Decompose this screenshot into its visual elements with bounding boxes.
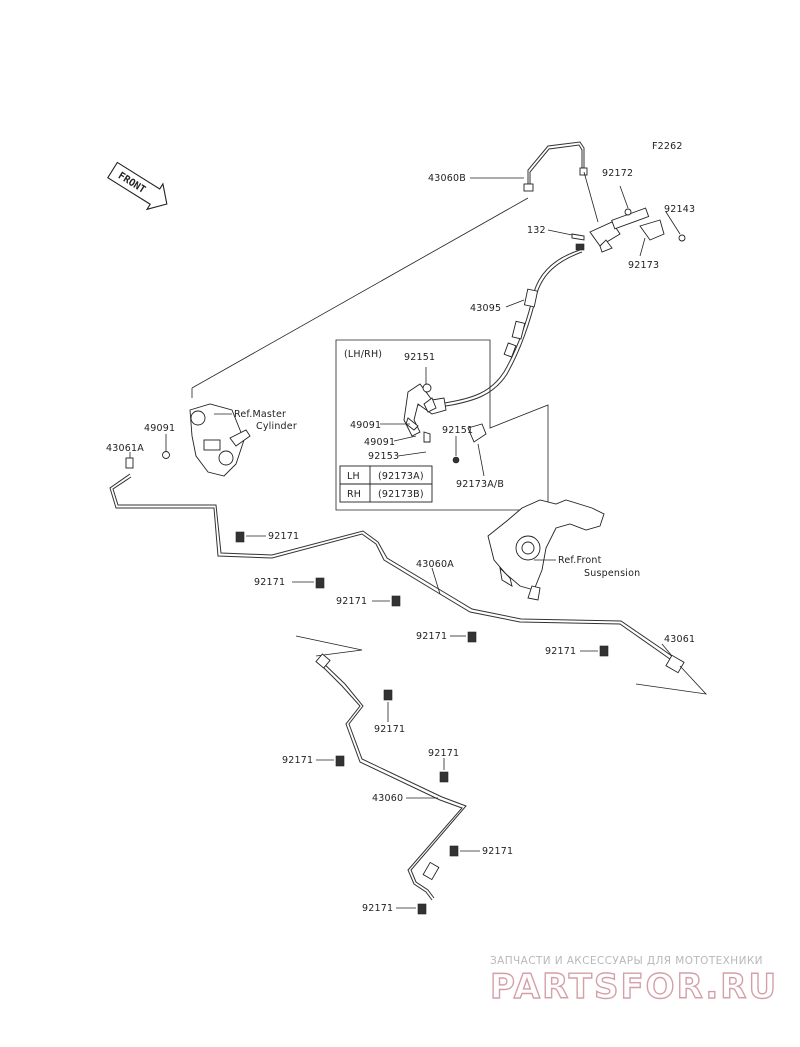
label-49091-a: 49091	[350, 420, 381, 431]
clamp-icon	[335, 689, 459, 915]
clamp-icon	[235, 531, 609, 657]
watermark-tagline: ЗАПЧАСТИ И АКСЕССУАРЫ ДЛЯ МОТОТЕХНИКИ	[490, 955, 763, 967]
label-92153: 92153	[368, 451, 399, 462]
label-92171-4: 92171	[416, 631, 447, 642]
label-43095: 43095	[470, 303, 501, 314]
label-92151-b: 92151	[442, 425, 473, 436]
caliper-bracket	[403, 383, 487, 464]
leader-master-cylinder	[191, 197, 529, 389]
label-ref-front-1: Ref.Front	[558, 555, 602, 566]
label-92171-10: 92171	[362, 903, 393, 914]
label-lhrh: (LH/RH)	[344, 349, 382, 360]
label-ref-master-1: Ref.Master	[234, 409, 286, 420]
brake-pipe-43060B	[523, 141, 588, 192]
front-suspension	[487, 499, 605, 601]
table-lh: LH	[347, 471, 360, 482]
label-49091-c: 49091	[144, 423, 175, 434]
label-92171-6: 92171	[374, 724, 405, 735]
lhrh-table: LH (92173A) RH (92173B)	[339, 465, 433, 503]
label-92171-1: 92171	[268, 531, 299, 542]
label-43061: 43061	[664, 634, 695, 645]
label-92171-7: 92171	[282, 755, 313, 766]
brake-pipe-43060A	[109, 473, 685, 674]
front-arrow-icon: FRONT	[107, 161, 168, 211]
label-92172: 92172	[602, 168, 633, 179]
table-lh-part: (92173A)	[378, 471, 424, 482]
label-92151-a: 92151	[404, 352, 435, 363]
label-92171-9: 92171	[482, 846, 513, 857]
label-ref-master-2: Cylinder	[256, 421, 297, 432]
label-43061A: 43061A	[106, 443, 144, 454]
label-43060A: 43060A	[416, 559, 454, 570]
seal-49091	[162, 451, 170, 459]
master-cylinder	[189, 403, 251, 477]
label-92143: 92143	[664, 204, 695, 215]
bracket-assembly	[571, 207, 686, 253]
brake-hose-43095	[409, 249, 583, 408]
diagram-code: F2262	[652, 141, 683, 152]
label-92173AB: 92173A/B	[456, 479, 504, 490]
label-92171-2: 92171	[254, 577, 285, 588]
label-92173: 92173	[628, 260, 659, 271]
ref-wedge-right	[635, 665, 708, 695]
label-49091-b: 49091	[364, 437, 395, 448]
label-92171-8: 92171	[428, 748, 459, 759]
bolt-43061A	[125, 457, 134, 469]
ref-wedge-left	[295, 635, 363, 657]
label-43060: 43060	[372, 793, 403, 804]
label-92171-3: 92171	[336, 596, 367, 607]
watermark-logo: PARTSFOR.RU	[490, 967, 778, 1007]
label-92171-5: 92171	[545, 646, 576, 657]
brake-pipe-43060	[315, 653, 467, 901]
table-rh: RH	[347, 489, 361, 500]
table-rh-part: (92173B)	[378, 489, 424, 500]
label-ref-front-2: Suspension	[584, 568, 640, 579]
label-132: 132	[527, 225, 546, 236]
label-43060B: 43060B	[428, 173, 466, 184]
